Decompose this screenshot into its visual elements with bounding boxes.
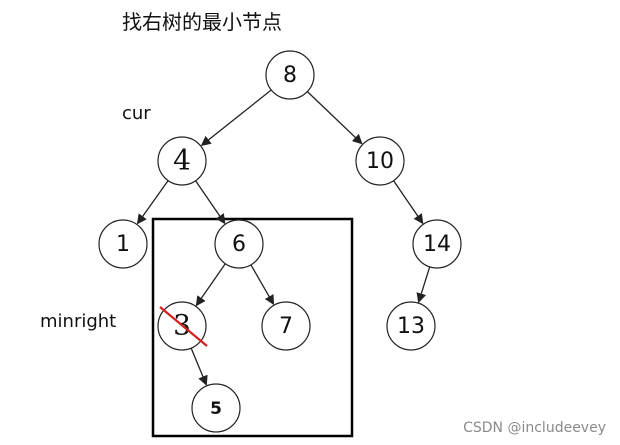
- tree-node-8: 8: [265, 50, 315, 100]
- node-circle: [412, 219, 462, 269]
- node-circle: [265, 50, 315, 100]
- node-value: 6: [232, 232, 246, 257]
- tree-node-14: 14: [412, 219, 462, 269]
- node-value: 1: [116, 232, 130, 257]
- diagram-title: 找右树的最小节点: [122, 10, 282, 34]
- node-value: 4: [173, 144, 191, 177]
- node-circle: [386, 301, 436, 351]
- node-circle: [355, 136, 405, 186]
- edge-n8-n4: [200, 89, 272, 147]
- tree-node-1: 1: [98, 219, 148, 269]
- edge-n10-n14: [393, 180, 424, 225]
- node-value: 14: [423, 232, 451, 257]
- edge-n3-n5: [190, 347, 208, 386]
- node-value: 5: [210, 399, 222, 419]
- node-circle: [98, 219, 148, 269]
- node-value: 13: [397, 314, 425, 339]
- node-value: 7: [279, 314, 293, 339]
- cur-label: cur: [122, 103, 151, 124]
- edge-n4-n1: [136, 180, 169, 225]
- tree-node-13: 13: [386, 301, 436, 351]
- node-circle: [214, 219, 264, 269]
- edge-n6-n7: [250, 264, 275, 306]
- tree-node-10: 10: [355, 136, 405, 186]
- node-value: 10: [366, 149, 394, 174]
- tree-node-4: 4: [157, 136, 207, 186]
- edge-n8-n10: [306, 91, 363, 145]
- node-circle: [157, 136, 207, 186]
- node-value: 8: [283, 63, 297, 88]
- csdn-watermark: CSDN @includeevey: [463, 420, 606, 436]
- minright-label: minright: [40, 311, 117, 332]
- strike-through-mark: [159, 306, 208, 347]
- right-subtree-box: [151, 217, 354, 438]
- tree-edges: [136, 89, 431, 386]
- edge-n4-n6: [195, 180, 226, 225]
- edge-n14-n13: [416, 266, 431, 304]
- tree-node-7: 7: [261, 301, 311, 351]
- tree-node-5: 5: [191, 383, 241, 433]
- edge-n6-n3: [195, 263, 226, 307]
- tree-node-6: 6: [214, 219, 264, 269]
- node-circle: [191, 383, 241, 433]
- node-circle: [261, 301, 311, 351]
